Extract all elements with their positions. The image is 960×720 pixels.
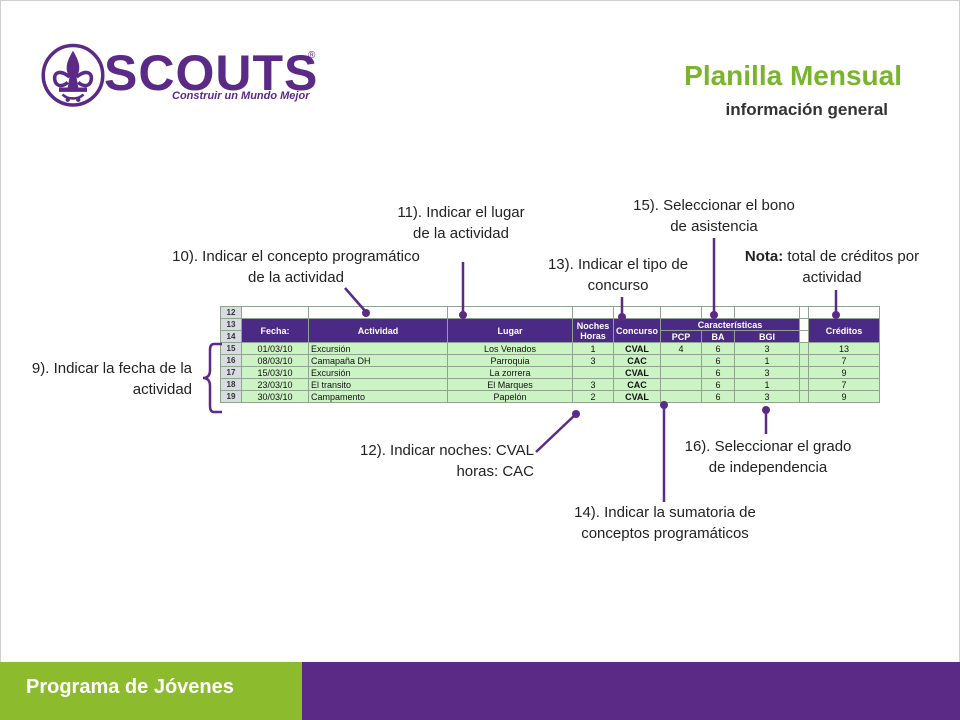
cell-lugar: Papelón — [447, 390, 573, 403]
logo-registered-mark: ® — [308, 50, 316, 61]
logo-tagline: Construir un Mundo Mejor — [172, 90, 310, 102]
cell-noches: 3 — [572, 354, 614, 367]
note-creditos: Nota: total de créditos por actividad — [722, 246, 942, 288]
cell-creditos: 7 — [808, 378, 881, 391]
cell-bgi: 3 — [734, 390, 801, 403]
cell-creditos: 13 — [808, 342, 881, 355]
cell-actividad: El transito — [308, 378, 448, 391]
cell-creditos: 9 — [808, 390, 881, 403]
row-number: 18 — [220, 378, 242, 391]
cell-ba: 6 — [701, 390, 736, 403]
header-pcp: PCP — [660, 330, 703, 343]
spreadsheet-table: 12 13 Fecha: Actividad Lugar Noches Hora… — [220, 306, 881, 403]
table-row: 17 15/03/10 Excursión La zorrera CVAL 6 … — [220, 366, 881, 379]
cell-concurso: CVAL — [612, 366, 662, 379]
row-number: 17 — [220, 366, 242, 379]
cell-pcp: 4 — [660, 342, 703, 355]
table-row: 15 01/03/10 Excursión Los Venados 1 CVAL… — [220, 342, 881, 355]
row-number: 19 — [220, 390, 242, 403]
scouts-fleur-de-lis-icon — [41, 43, 105, 107]
header-ba: BA — [701, 330, 736, 343]
header-bgi: BGI — [734, 330, 801, 343]
cell-lugar: Parroquia — [447, 354, 573, 367]
note-10: 10). Indicar el concepto programático de… — [172, 248, 420, 286]
cell-noches: 2 — [572, 390, 614, 403]
header-actividad: Actividad — [308, 318, 448, 343]
cell-fecha: 30/03/10 — [241, 390, 309, 403]
header-creditos: Créditos — [808, 318, 881, 343]
note-12: 12). Indicar noches: CVAL horas: CAC — [360, 442, 534, 480]
cell-concurso: CAC — [612, 354, 662, 367]
page-subtitle: información general — [725, 100, 888, 119]
cell-fecha: 08/03/10 — [241, 354, 309, 367]
cell-lugar: El Marques — [447, 378, 573, 391]
row-number: 15 — [220, 342, 242, 355]
note-14: 14). Indicar la sumatoria de conceptos p… — [574, 504, 756, 542]
header-caracteristicas: Características — [660, 318, 801, 331]
cell-lugar: Los Venados — [447, 342, 573, 355]
header-noches-horas: Noches Horas — [572, 318, 614, 343]
cell-noches — [572, 366, 614, 379]
cell-bgi: 1 — [734, 378, 801, 391]
spreadsheet-image: 12 13 Fecha: Actividad Lugar Noches Hora… — [220, 306, 886, 403]
cell-ba: 6 — [701, 354, 736, 367]
cell-bgi: 3 — [734, 342, 801, 355]
table-subheader-row: 14 PCP BA BGI — [220, 330, 880, 343]
note-label: Nota: — [744, 248, 784, 265]
cell-actividad: Campamento — [308, 390, 448, 403]
cell-pcp — [660, 390, 703, 403]
footer-purple-band — [302, 662, 960, 720]
cell-concurso: CVAL — [612, 342, 662, 355]
cell-fecha: 23/03/10 — [241, 378, 309, 391]
cell-actividad: Camapaña DH — [308, 354, 448, 367]
row-number: 16 — [220, 354, 242, 367]
cell-noches: 1 — [572, 342, 614, 355]
cell-pcp — [660, 354, 703, 367]
cell-concurso: CAC — [612, 378, 662, 391]
note-9: 9). Indicar la fecha de la actividad — [31, 360, 192, 398]
cell-noches: 3 — [572, 378, 614, 391]
header-fecha: Fecha: — [241, 318, 309, 343]
cell-lugar: La zorrera — [447, 366, 573, 379]
cell-fecha: 15/03/10 — [241, 366, 309, 379]
cell-actividad: Excursión — [308, 366, 448, 379]
row-number: 12 — [220, 306, 242, 319]
cell-ba: 6 — [701, 366, 736, 379]
cell-ba: 6 — [701, 378, 736, 391]
cell-pcp — [660, 366, 703, 379]
note-15: 15). Seleccionar el bono de asistencia — [633, 197, 795, 235]
row-number: 14 — [220, 330, 242, 343]
footer-label: Programa de Jóvenes — [26, 676, 234, 698]
cell-pcp — [660, 378, 703, 391]
cell-bgi: 3 — [734, 366, 801, 379]
cell-actividad: Excursión — [308, 342, 448, 355]
logo-wordmark: SCOUTS — [104, 45, 319, 101]
header-lugar: Lugar — [447, 318, 573, 343]
table-row: 16 08/03/10 Camapaña DH Parroquia 3 CAC … — [220, 354, 881, 367]
cell-creditos: 7 — [808, 354, 881, 367]
cell-fecha: 01/03/10 — [241, 342, 309, 355]
cell-bgi: 1 — [734, 354, 801, 367]
cell-creditos: 9 — [808, 366, 881, 379]
table-row: 12 — [220, 306, 881, 319]
table-row: 19 30/03/10 Campamento Papelón 2 CVAL 6 … — [220, 390, 881, 403]
note-11: 11). Indicar el lugar de la actividad — [397, 204, 525, 242]
table-row: 18 23/03/10 El transito El Marques 3 CAC… — [220, 378, 881, 391]
note-text: total de créditos por actividad — [783, 248, 920, 286]
note-13: 13). Indicar el tipo de concurso — [547, 256, 689, 294]
row-number: 13 — [220, 318, 242, 331]
cell-ba: 6 — [701, 342, 736, 355]
table-header-row: 13 Fecha: Actividad Lugar Noches Horas C… — [220, 318, 881, 343]
cell-concurso: CVAL — [612, 390, 662, 403]
note-16: 16). Seleccionar el grado de independenc… — [684, 438, 852, 476]
footer-green-band — [0, 662, 302, 720]
header-concurso: Concurso — [612, 318, 662, 343]
page-title: Planilla Mensual — [684, 60, 902, 91]
